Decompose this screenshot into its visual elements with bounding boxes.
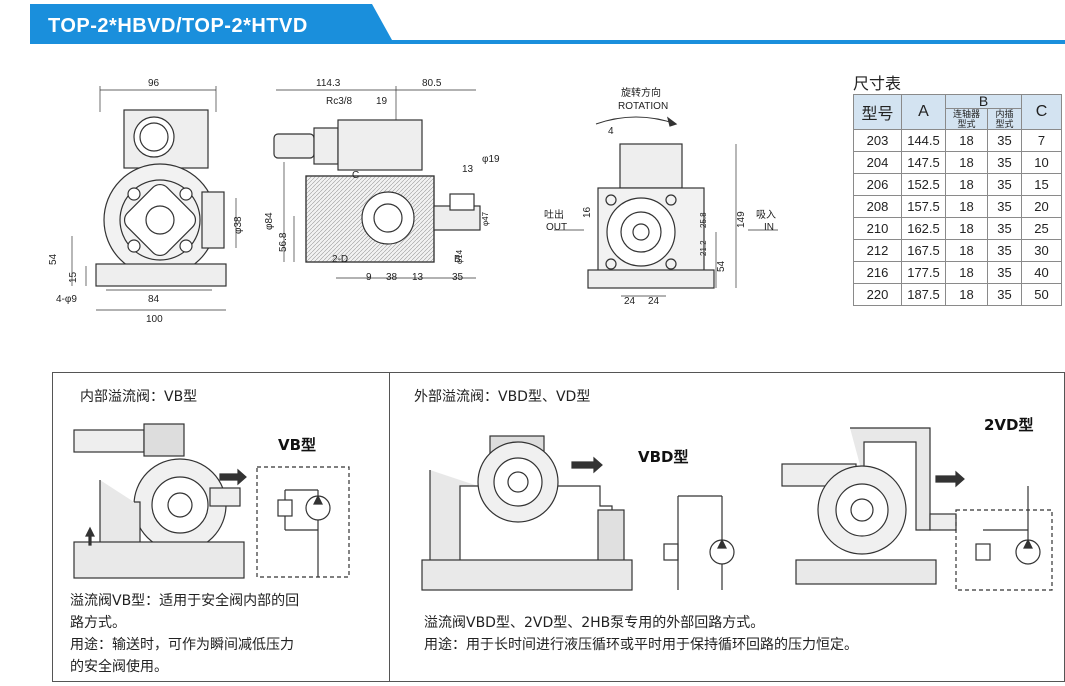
- dim-54-rear: 54: [716, 260, 727, 272]
- in-en: IN: [764, 222, 774, 233]
- desc-line: 的安全阀使用。: [70, 659, 168, 675]
- dim-38: 38: [386, 272, 398, 283]
- rear-view: [554, 116, 778, 297]
- dim-phi84: φ84: [264, 212, 275, 230]
- dim-phi19: φ19: [482, 154, 500, 165]
- dimension-drawings: 96 54 15 4-φ9 84 100 φ38 114.3 80.5 Rc3/…: [48, 78, 778, 325]
- dim-35: 35: [452, 272, 464, 283]
- vbd-label: VBD型: [638, 448, 689, 466]
- dim-13: 13: [462, 164, 474, 175]
- dim-13b: 13: [412, 272, 424, 283]
- dim-phi47: φ47: [481, 211, 490, 226]
- dim-114-3: 114.3: [316, 78, 341, 89]
- side-view: [273, 86, 481, 279]
- front-view-labels: 96 54 15 4-φ9 84 100 φ38: [48, 78, 244, 325]
- in-cn: 吸入: [756, 210, 776, 221]
- 2vd-label: 2VD型: [984, 416, 1034, 434]
- side-view-labels: 114.3 80.5 Rc3/8 19 13 φ19 C φ84 56.8 2-…: [264, 78, 500, 283]
- panel-left-desc: 溢流阀VB型：适用于安全阀内部的回 路方式。 用途：输送时，可作为瞬间减低压力 …: [70, 590, 386, 678]
- dim-phi38: φ38: [233, 216, 244, 234]
- panel-right-title: 外部溢流阀：VBD型、VD型: [414, 389, 591, 405]
- rotation-cn: 旋转方向: [621, 86, 661, 99]
- rear-view-labels: 旋转方向 ROTATION 4 吐出 OUT 吸入 IN 16 25.8 21.…: [544, 86, 776, 307]
- label-b: B: [454, 254, 461, 265]
- desc-line: 溢流阀VBD型、2VD型、2HB泵专用的外部回路方式。: [424, 615, 765, 631]
- dim-9: 9: [366, 272, 372, 283]
- header-c: C: [1021, 94, 1062, 130]
- label-2d: 2-D: [332, 254, 348, 265]
- front-view: [71, 86, 237, 311]
- header-bar: [30, 4, 1065, 44]
- header-model: 型号: [853, 94, 902, 130]
- dim-15: 15: [68, 271, 79, 283]
- desc-line: 用途：用于长时间进行液压循环或平时用于保持循环回路的压力恒定。: [424, 637, 858, 653]
- desc-line: 路方式。: [70, 615, 126, 631]
- rotation-en: ROTATION: [618, 101, 668, 112]
- header-a: A: [901, 94, 946, 130]
- dim-4-hole: 4-φ9: [56, 294, 77, 305]
- dim-24-right: 24: [648, 296, 660, 307]
- dim-80-5: 80.5: [422, 78, 442, 89]
- vbd-2vd-diagram: VBD型 2VD型: [421, 416, 1053, 591]
- header-b-inner: 内插型式: [987, 108, 1022, 130]
- dim-56-8: 56.8: [278, 232, 289, 252]
- panel-left-title: 内部溢流阀：VB型: [80, 389, 198, 405]
- header-b-coupling: 连轴器型式: [945, 108, 988, 130]
- dim-84: 84: [148, 294, 160, 305]
- dim-54: 54: [48, 253, 59, 265]
- size-table-title: 尺寸表: [853, 74, 902, 93]
- out-en: OUT: [546, 222, 567, 233]
- vb-diagram: VB型: [73, 423, 350, 579]
- out-cn: 吐出: [544, 208, 564, 221]
- dim-16: 16: [582, 206, 593, 218]
- header-b: B: [945, 94, 1022, 109]
- label-c: C: [352, 170, 359, 181]
- dim-4: 4: [608, 126, 614, 137]
- dim-rc38: Rc3/8: [326, 96, 353, 107]
- dim-21-2: 21.2: [699, 240, 708, 256]
- panel-right-desc: 溢流阀VBD型、2VD型、2HB泵专用的外部回路方式。 用途：用于长时间进行液压…: [424, 612, 1054, 656]
- dim-96: 96: [148, 78, 160, 89]
- dim-19: 19: [376, 96, 388, 107]
- dim-149: 149: [736, 211, 747, 228]
- desc-line: 溢流阀VB型：适用于安全阀内部的回: [70, 593, 300, 609]
- dim-24-left: 24: [624, 296, 636, 307]
- dim-phi14: φ14: [455, 249, 464, 264]
- desc-line: 用途：输送时，可作为瞬间减低压力: [70, 637, 294, 653]
- dim-25-8: 25.8: [699, 212, 708, 228]
- page-title: TOP-2*HBVD/TOP-2*HTVD: [48, 15, 308, 37]
- vb-label: VB型: [278, 436, 316, 454]
- dim-100: 100: [146, 314, 163, 325]
